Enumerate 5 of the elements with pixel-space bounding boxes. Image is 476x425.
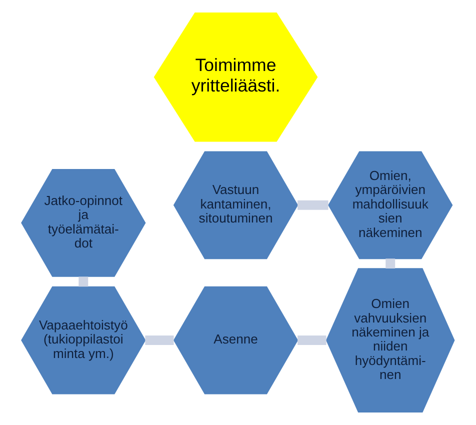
connector: [145, 336, 174, 346]
connector: [386, 258, 396, 268]
connector: [78, 276, 88, 287]
connector: [298, 200, 328, 210]
connector: [298, 336, 326, 346]
